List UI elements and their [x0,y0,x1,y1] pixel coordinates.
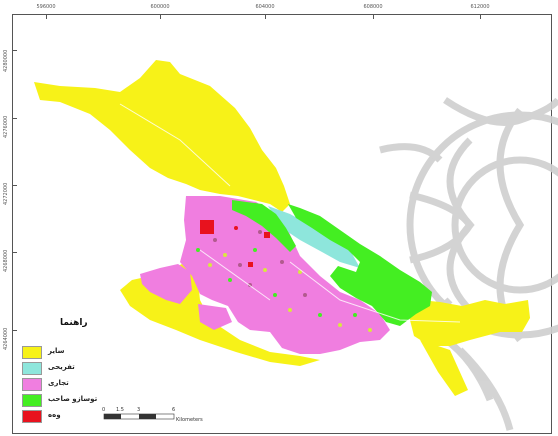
legend-label: تجاری [48,379,69,387]
watermark-rosette [379,97,558,431]
grid-tickmark [12,118,17,119]
grid-tickmark [12,252,17,253]
scale-label: 6 [172,407,176,413]
zone-recreational [268,206,360,268]
legend-swatch [22,362,42,375]
grid-tickmark [480,14,481,19]
scale-label: 1.5 [116,407,124,413]
zone-red [264,232,270,238]
zone-commercial [180,196,390,354]
scale-label: 0 [102,407,106,413]
zone-green [288,204,432,326]
legend-swatch [22,378,42,391]
grid-tick-top: 608000 [363,4,383,10]
zone-other [420,340,468,396]
legend-label: توسازو صاحب [48,395,98,403]
road-network [119,103,461,323]
legend-label: تفریحی [48,363,75,371]
grid-tick-top: 604000 [255,4,275,10]
grid-tick-top: 612000 [470,4,490,10]
zone-other [408,300,530,346]
zone-red [248,262,253,267]
zone-commercial [198,304,232,330]
legend-swatch [22,394,42,407]
legend-swatch [22,346,42,359]
zone-other [34,60,290,212]
zone-green [232,200,296,252]
zone-red [200,220,214,234]
scale-unit: Kilometers [176,417,203,423]
grid-tickmark [12,50,17,51]
legend-label: و‌ه‌ه [48,411,61,419]
grid-tickmark [265,14,266,19]
grid-tick-top: 600000 [150,4,170,10]
grid-tickmark [373,14,374,19]
legend-swatch [22,410,42,423]
scale-bar [103,413,175,420]
grid-tickmark [12,185,17,186]
grid-tickmark [46,14,47,19]
urban-texture [196,226,372,332]
grid-tickmark [160,14,161,19]
grid-tick-top: 596000 [36,4,56,10]
legend-title: راهنما [60,318,88,328]
legend-label: سایر [48,347,65,355]
scale-label: 3 [137,407,141,413]
zone-commercial [140,264,192,304]
grid-tickmark [12,330,17,331]
